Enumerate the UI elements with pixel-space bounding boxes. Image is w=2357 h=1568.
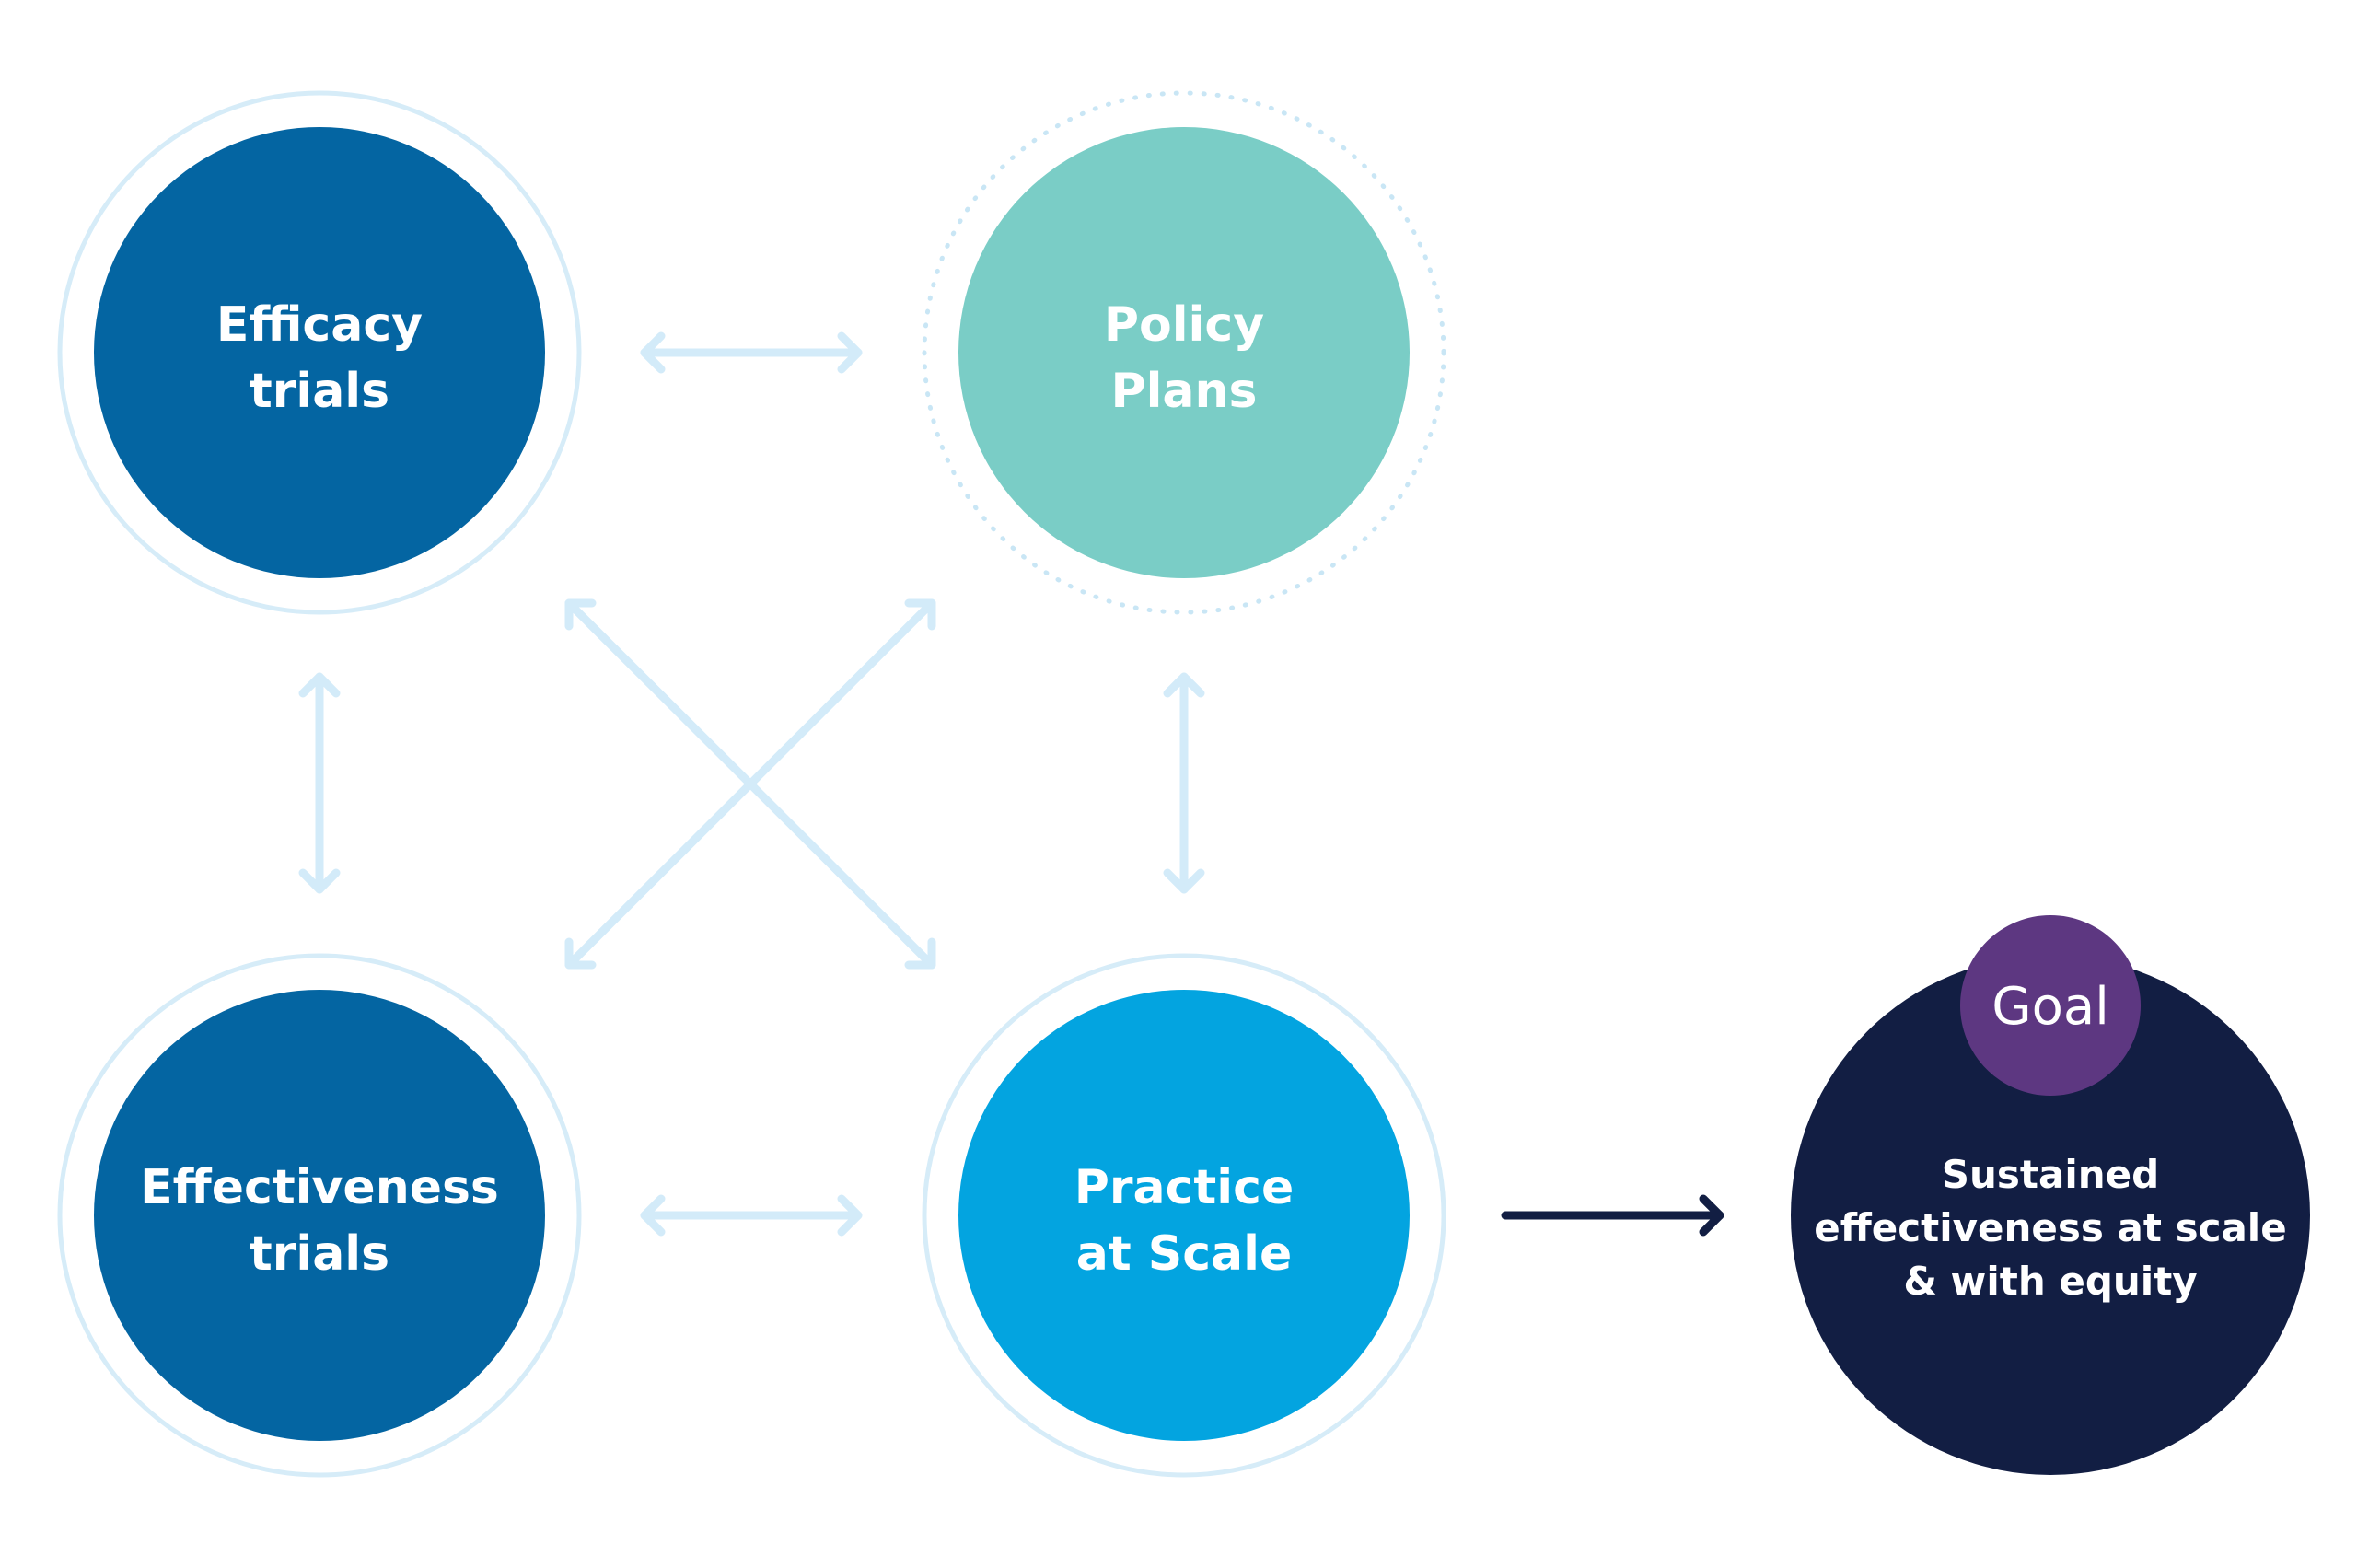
goal-label-line1: Sustained	[1942, 1152, 2159, 1197]
goal-node	[1791, 956, 2310, 1475]
arrow-effectiveness-practice	[640, 1194, 863, 1237]
practice-at-scale-node	[958, 990, 1410, 1441]
efficacy-halo-ring	[57, 90, 582, 615]
effectiveness-label-line1: Effectiveness	[140, 1160, 499, 1215]
efficacy-label-line2: trials	[250, 364, 389, 419]
practice-label-line2: at Scale	[1076, 1226, 1293, 1282]
goal-label-line3: & with equity	[1903, 1259, 2197, 1304]
policy-label-line1: Policy	[1104, 297, 1264, 353]
goal-badge	[1960, 915, 2141, 1096]
effectiveness-trials-node	[94, 990, 545, 1441]
arrow-practice-to-goal	[1501, 1194, 1724, 1237]
efficacy-trials-node	[94, 127, 545, 578]
effectiveness-halo-ring	[57, 953, 582, 1478]
policy-plans-node	[958, 127, 1410, 578]
arrow-policy-practice	[1163, 672, 1205, 894]
arrow-efficacy-policy	[640, 331, 863, 374]
practice-label-line1: Practice	[1074, 1160, 1294, 1215]
effectiveness-label-line2: trials	[250, 1226, 389, 1282]
efficacy-label-line1: Efficacy	[216, 297, 423, 353]
practice-halo-ring	[922, 953, 1446, 1478]
policy-label-line2: Plans	[1111, 364, 1258, 419]
policy-halo-ring-dotted	[922, 90, 1446, 615]
goal-label-line2: effectiveness at scale	[1814, 1205, 2286, 1250]
goal-badge-label: Goal	[1991, 977, 2109, 1037]
arrow-policy-effectiveness	[564, 598, 936, 970]
connector-arrows	[298, 331, 1205, 1237]
arrow-efficacy-effectiveness	[298, 672, 341, 894]
